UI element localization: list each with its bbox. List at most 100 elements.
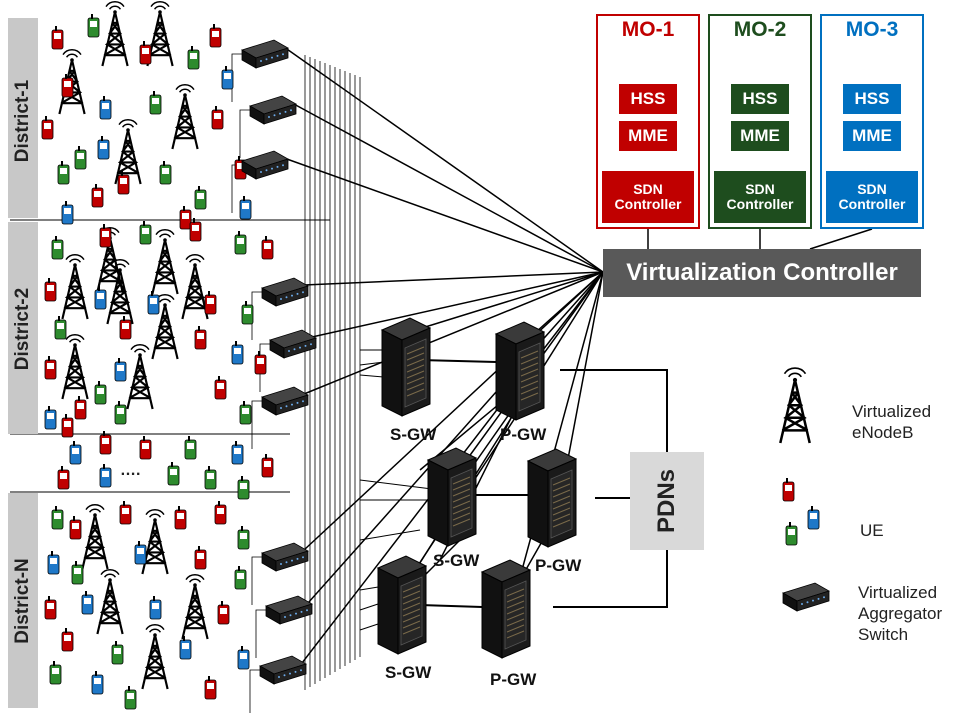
ue-phone-icon <box>261 236 274 260</box>
sgw-server-icon <box>426 447 478 547</box>
ue-phone-icon <box>44 278 57 302</box>
ue-phone-icon <box>57 161 70 185</box>
mo-2-title: MO-2 <box>733 18 787 41</box>
pgw-server-icon <box>480 559 532 659</box>
enodeb-tower-icon <box>146 1 174 67</box>
sgw-server-icon <box>376 555 428 655</box>
ue-phone-icon <box>54 316 67 340</box>
mo-2-box: MO-2 HSS MME SDN Controller <box>708 14 812 229</box>
ue-phone-icon <box>147 291 160 315</box>
ue-phone-icon <box>237 476 250 500</box>
enodeb-tower-icon <box>141 509 169 575</box>
pgw3-pdn-link <box>553 550 668 608</box>
ue-phone-icon <box>174 506 187 530</box>
gateway-to-controller-line <box>567 271 604 460</box>
mo-3-hss: HSS <box>843 84 901 114</box>
switch-to-controller-line <box>303 271 604 395</box>
pdns-box: PDNs <box>630 452 704 550</box>
ue-phone-icon <box>71 561 84 585</box>
enodeb-tower-icon <box>151 229 179 295</box>
enodeb-tower-icon <box>106 259 134 325</box>
pgw-server-icon <box>526 448 578 548</box>
ue-phone-icon <box>99 224 112 248</box>
pgw-server-icon <box>494 321 546 421</box>
sgw-pgw-link <box>419 604 483 608</box>
mo-3-box: MO-3 HSS MME SDN Controller <box>820 14 924 229</box>
ue-phone-icon <box>149 596 162 620</box>
gateway-to-controller-line <box>421 271 604 329</box>
enodeb-tower-icon <box>101 1 129 67</box>
aggregator-switch-icon <box>241 150 289 180</box>
legend-enodeb-icon <box>779 367 811 444</box>
enodeb-tower-icon <box>61 334 89 400</box>
mo-2-mme: MME <box>731 121 789 151</box>
ue-phone-icon <box>194 186 207 210</box>
ue-phone-icon <box>214 376 227 400</box>
mo-3-mme: MME <box>843 121 901 151</box>
ue-phone-icon <box>74 146 87 170</box>
ue-phone-icon <box>241 301 254 325</box>
ue-phone-icon <box>74 396 87 420</box>
ue-phone-icon <box>69 516 82 540</box>
ue-phone-icon <box>44 356 57 380</box>
ue-phone-icon <box>237 526 250 550</box>
mo-2-sdn-controller: SDN Controller <box>714 171 806 223</box>
ue-phone-icon <box>159 161 172 185</box>
switch-to-controller-line <box>311 271 604 338</box>
enodeb-tower-icon <box>81 504 109 570</box>
ue-phone-icon <box>49 661 62 685</box>
ue-phone-icon <box>97 136 110 160</box>
switch-to-controller-line <box>283 157 604 273</box>
ue-phone-icon <box>221 66 234 90</box>
ue-phone-icon <box>149 91 162 115</box>
ue-phone-icon <box>51 506 64 530</box>
mo-1-mme: MME <box>619 121 677 151</box>
ue-phone-icon <box>189 218 202 242</box>
ue-phone-icon <box>124 686 137 710</box>
aggregator-switch-icon <box>261 542 309 572</box>
aggregator-switch-icon <box>249 95 297 125</box>
district-1-bar <box>8 18 38 218</box>
ue-phone-icon <box>57 466 70 490</box>
ue-phone-icon <box>234 566 247 590</box>
sgw-3-label: S-GW <box>385 663 432 682</box>
ue-phone-icon <box>209 24 222 48</box>
aggregator-switch-icon <box>261 277 309 307</box>
ue-phone-icon <box>94 286 107 310</box>
sgw-server-icon <box>380 317 432 417</box>
ue-phone-icon <box>91 671 104 695</box>
ue-phone-icon <box>237 646 250 670</box>
aggregator-switch-icon <box>269 329 317 359</box>
ue-phone-icon <box>61 414 74 438</box>
ue-phone-icon <box>99 96 112 120</box>
aggregator-switch-icon <box>241 39 289 69</box>
ue-phone-icon <box>111 641 124 665</box>
sgw-2-label: S-GW <box>433 551 480 570</box>
ue-phone-icon <box>61 628 74 652</box>
enodeb-tower-icon <box>61 254 89 320</box>
ue-phone-icon <box>167 462 180 486</box>
pgw1-pdn-link <box>560 369 668 452</box>
ue-phone-icon <box>194 546 207 570</box>
ue-phone-icon <box>61 201 74 225</box>
ue-phone-icon <box>234 231 247 255</box>
ue-phone-icon <box>87 14 100 38</box>
mo-1-sdn-line2: Controller <box>614 196 682 212</box>
ue-phone-icon <box>99 464 112 488</box>
ue-phone-icon <box>204 291 217 315</box>
ue-phone-icon <box>44 596 57 620</box>
ue-phone-icon <box>117 171 130 195</box>
mo-1-title: MO-1 <box>621 18 675 41</box>
pgw-3-label: P-GW <box>490 670 537 689</box>
ue-phone-icon <box>187 46 200 70</box>
aggregator-switch-icon <box>261 386 309 416</box>
districts-ellipsis: …. <box>120 462 141 479</box>
district-n-bar <box>8 493 38 708</box>
gateway-to-controller-line <box>535 271 604 333</box>
ue-phone-icon <box>239 401 252 425</box>
ue-phone-icon <box>91 184 104 208</box>
ue-phone-icon <box>47 551 60 575</box>
